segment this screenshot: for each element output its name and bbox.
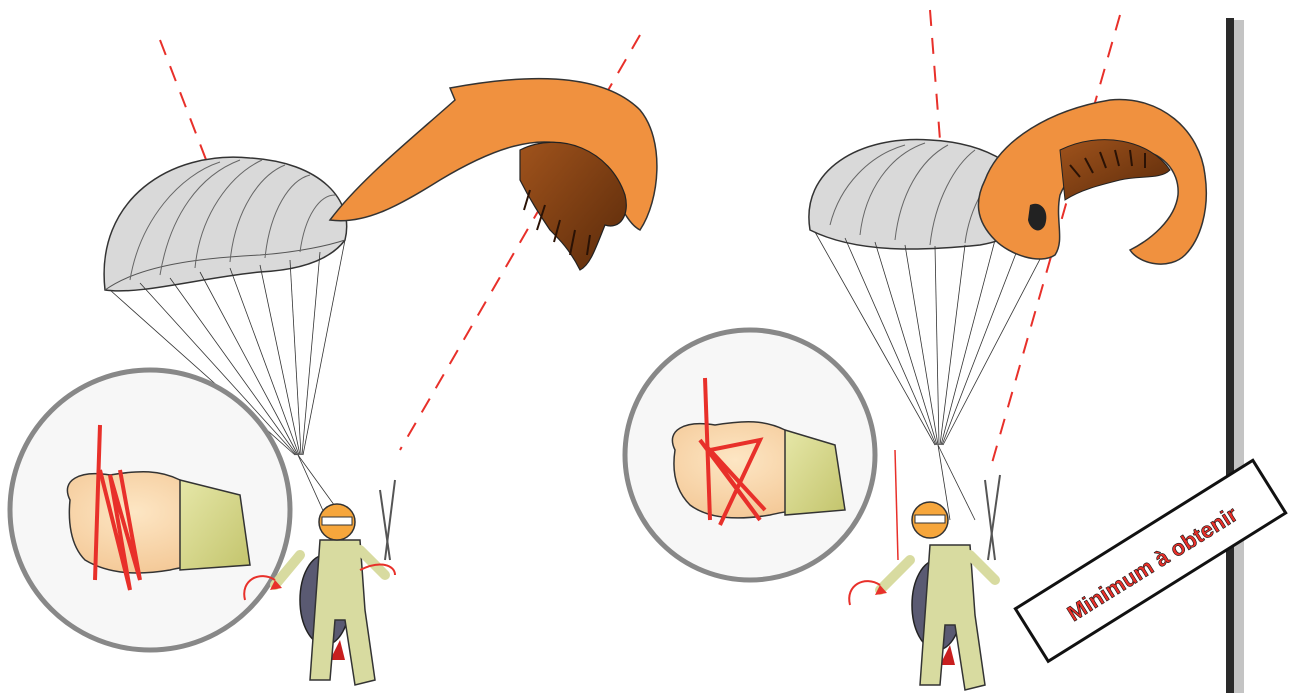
guide-line	[159, 39, 211, 171]
reserve-canopy	[103, 156, 348, 292]
left-pilot	[243, 479, 396, 686]
left-scene	[7, 34, 658, 686]
right-hand-inset	[622, 327, 878, 583]
guide-line	[929, 9, 941, 141]
right-scene	[622, 9, 1208, 691]
page-edge	[1226, 18, 1244, 693]
reserve-lines	[814, 229, 1051, 521]
guide-line	[399, 34, 641, 451]
left-hand-inset	[7, 367, 293, 653]
minimum-stamp: Minimum à obtenir	[1013, 458, 1288, 664]
right-pilot	[848, 449, 1001, 691]
main-wing-crumpled	[977, 98, 1208, 265]
main-wing	[328, 77, 658, 271]
